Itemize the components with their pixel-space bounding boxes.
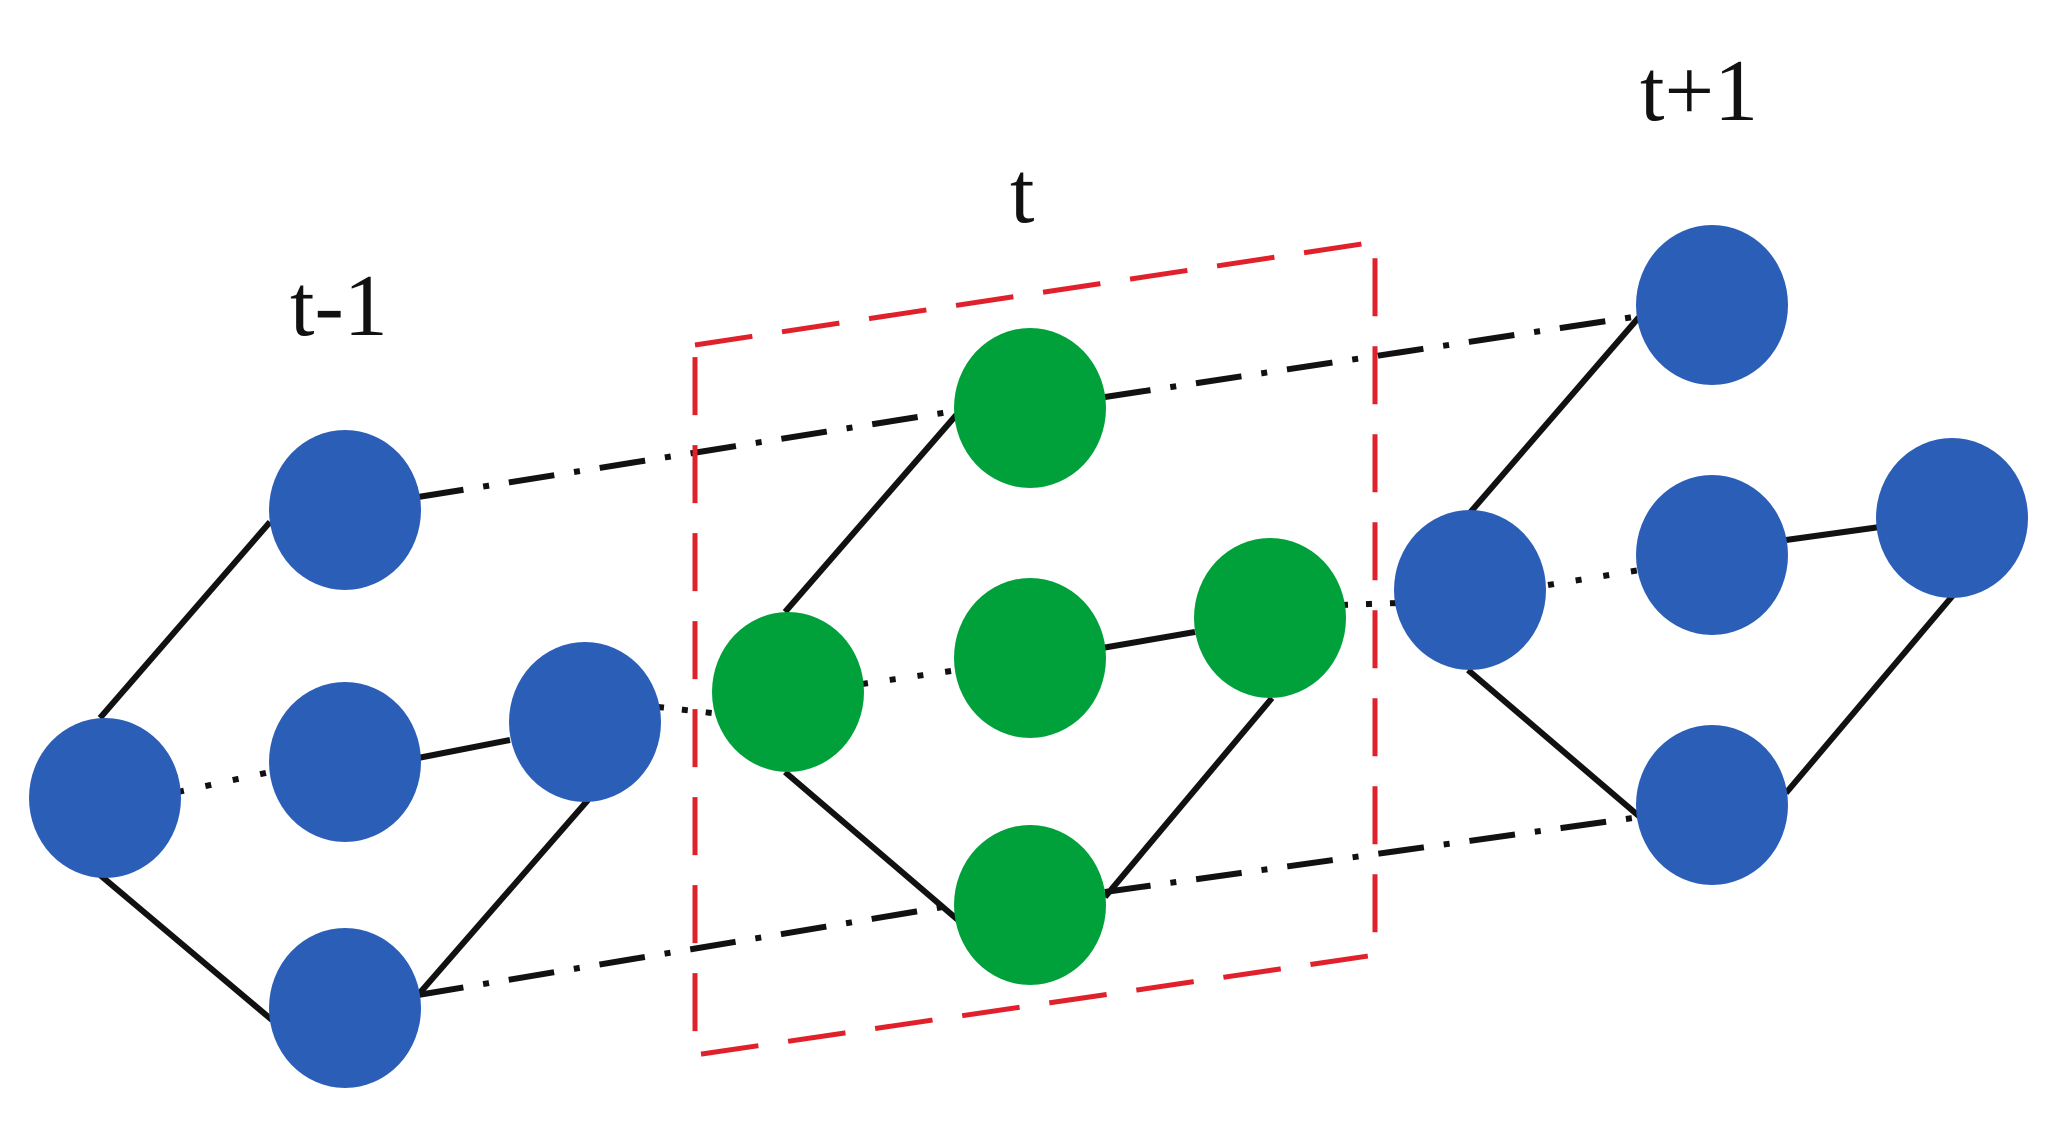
- node-t-minus-1-hub: [29, 718, 181, 878]
- current-time-highlight-box: [692, 239, 1378, 1058]
- node-t-minus-1-middle: [269, 682, 421, 842]
- node-t-middle: [954, 578, 1106, 738]
- nodes-t: [712, 328, 1346, 985]
- node-t-minus-1-bottom: [269, 928, 421, 1088]
- node-t-top: [954, 328, 1106, 488]
- graph-edges-t: [782, 411, 1275, 923]
- node-t-plus-1-hub: [1394, 510, 1546, 670]
- temporal-edge-middle-right: [1341, 600, 1399, 608]
- nodes-t-plus-1: [1394, 225, 2028, 885]
- node-t-minus-1-right: [509, 642, 661, 802]
- node-t-bottom: [954, 825, 1106, 985]
- node-t-hub: [712, 612, 864, 772]
- temporal-edge-top-left: [417, 408, 956, 500]
- nodes-t-minus-1: [29, 430, 661, 1088]
- graph-edges-t-minus-1: [97, 520, 591, 1023]
- node-t-plus-1-bottom: [1636, 725, 1788, 885]
- label-t-plus-1: t+1: [1640, 43, 1758, 140]
- graph-edges-t-plus-1: [1465, 314, 1958, 820]
- temporal-edges: [417, 313, 1641, 998]
- temporal-edge-middle-left: [657, 704, 713, 716]
- label-t-minus-1: t-1: [290, 258, 388, 355]
- node-t-plus-1-top: [1636, 225, 1788, 385]
- temporal-edge-bottom-left: [417, 902, 956, 998]
- label-t: t: [1010, 145, 1034, 242]
- node-t-right: [1194, 538, 1346, 698]
- node-t-plus-1-middle: [1636, 475, 1788, 635]
- node-t-minus-1-top: [269, 430, 421, 590]
- node-t-plus-1-right: [1876, 438, 2028, 598]
